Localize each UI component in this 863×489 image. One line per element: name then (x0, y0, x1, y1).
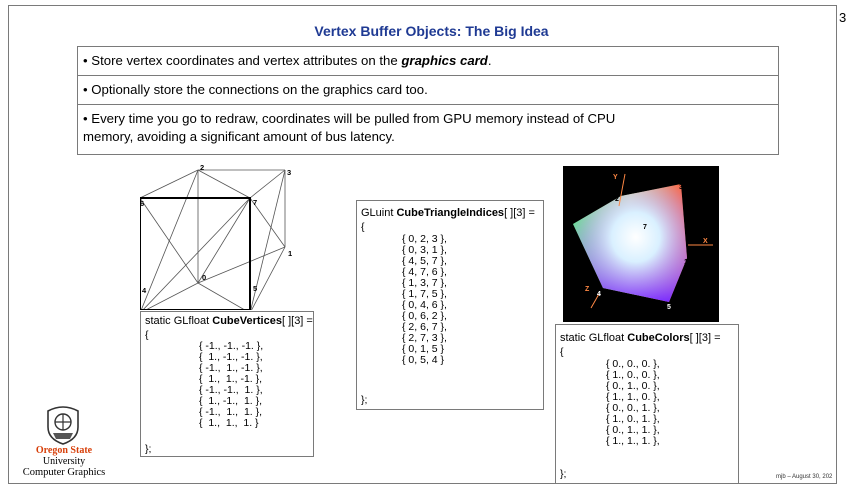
color-cube-vertex-label: 1 (684, 259, 688, 266)
code-row: { 4, 5, 7 }, (402, 255, 447, 267)
code-close-brace: }; (361, 394, 368, 406)
cube-colors-code: static GLfloat CubeColors[ ][3] = { { 0.… (555, 324, 739, 484)
code-row: { 1., 1., 1. }, (606, 435, 660, 447)
wireframe-cube-drawing (139, 169, 286, 314)
code-row: { 2, 6, 7 }, (402, 321, 447, 333)
code-row: { 0., 1., 1. }, (606, 424, 660, 436)
color-cube-axis-y: Y (613, 174, 618, 181)
code-row: { 1., 0., 1. }, (606, 413, 660, 425)
cube-vertex-label: 4 (142, 286, 147, 295)
color-cube-vertex-label: 3 (679, 184, 683, 191)
color-cube-image: Y X Z 2 3 6 7 1 4 5 (563, 166, 719, 322)
cube-vertex-label: 5 (253, 284, 258, 293)
cube-triangle-indices-code: GLuint CubeTriangleIndices[ ][3] = { { 0… (356, 200, 544, 410)
code-open-brace: { (361, 221, 365, 233)
code-row: { 1., -1., 1. }, (199, 395, 263, 407)
code-close-brace: }; (145, 443, 152, 455)
code-row: { 0, 6, 2 }, (402, 310, 447, 322)
code-row: { 0., 0., 0. }, (606, 358, 660, 370)
code-row: { 0, 2, 3 }, (402, 233, 447, 245)
code-row: { 2, 7, 3 }, (402, 332, 447, 344)
slide-number: 3 (839, 10, 847, 25)
code-row: { 0., 0., 1. }, (606, 402, 660, 414)
color-cube-drawing (573, 173, 713, 309)
slide-footer: mjb – August 30, 202 (776, 474, 833, 480)
bullet-divider (78, 75, 778, 76)
logo-department: Computer Graphics (22, 467, 106, 478)
code-open-brace: { (560, 346, 564, 358)
code-declaration: static GLfloat CubeVertices[ ][3] = (145, 315, 313, 327)
cube-vertex-label: 6 (140, 199, 145, 208)
code-declaration: static GLfloat CubeColors[ ][3] = (560, 332, 721, 344)
bullet-1-suffix: . (487, 53, 492, 68)
color-cube-axis-x: X (703, 238, 708, 245)
code-open-brace: { (145, 329, 149, 341)
logo-name: Oregon State (35, 445, 93, 456)
color-cube-vertex-label: 5 (667, 304, 671, 311)
code-row: { 0, 5, 4 } (402, 354, 445, 366)
code-close-brace: }; (560, 468, 567, 480)
code-row: { 0, 1, 5 } (402, 343, 445, 355)
color-cube-vertex-label: 6 (568, 221, 572, 228)
code-declaration: GLuint CubeTriangleIndices[ ][3] = (361, 207, 535, 219)
cube-vertex-label: 7 (253, 198, 258, 207)
code-row: { 1., 1., 0. }, (606, 391, 660, 403)
bullet-1: • Store vertex coordinates and vertex at… (83, 52, 492, 69)
bullet-divider (78, 104, 778, 105)
osu-seal-icon (47, 406, 79, 445)
cube-vertex-label: 0 (202, 273, 207, 282)
color-cube-vertex-label: 2 (615, 196, 619, 203)
bullet-1-text: • Store vertex coordinates and vertex at… (83, 53, 402, 68)
osu-logo (40, 405, 86, 445)
code-row: { 1., 1., -1. }, (199, 373, 263, 385)
cube-vertex-label: 1 (288, 249, 293, 258)
color-cube-vertex-label: 7 (643, 224, 647, 231)
color-cube-vertex-label: 4 (597, 291, 601, 298)
cube-vertices-code: static GLfloat CubeVertices[ ][3] = { { … (140, 311, 314, 457)
code-row: { 1, 7, 5 }, (402, 288, 447, 300)
bullet-3-line-1: • Every time you go to redraw, coordinat… (83, 111, 616, 126)
bullet-box: • Store vertex coordinates and vertex at… (77, 46, 779, 155)
code-row: { 1., -1., -1. }, (199, 351, 263, 363)
code-row: { -1., -1., -1. }, (199, 340, 264, 352)
code-row: { -1., -1., 1. }, (199, 384, 263, 396)
slide-frame (8, 5, 837, 484)
code-row: { -1., 1., 1. }, (199, 406, 263, 418)
code-row: { 0., 1., 0. }, (606, 380, 660, 392)
wireframe-cube: 6 2 3 7 0 1 4 5 (139, 163, 315, 314)
color-cube-axis-z: Z (585, 286, 590, 293)
code-row: { 4, 7, 6 }, (402, 266, 447, 278)
code-row: { 1., 0., 0. }, (606, 369, 660, 381)
bullet-1-emphasis: graphics card (401, 53, 488, 68)
code-row: { 1., 1., 1. } (199, 417, 259, 429)
code-row: { -1., 1., -1. }, (199, 362, 263, 374)
slide-title: Vertex Buffer Objects: The Big Idea (314, 23, 549, 39)
cube-vertex-label: 2 (200, 163, 205, 172)
bullet-2: • Optionally store the connections on th… (83, 82, 428, 97)
code-row: { 1, 3, 7 }, (402, 277, 447, 289)
code-row: { 0, 4, 6 }, (402, 299, 447, 311)
cube-vertex-label: 3 (287, 168, 292, 177)
logo-university: University (42, 456, 86, 467)
code-row: { 0, 3, 1 }, (402, 244, 447, 256)
bullet-3-line-2: memory, avoiding a significant amount of… (83, 129, 395, 144)
